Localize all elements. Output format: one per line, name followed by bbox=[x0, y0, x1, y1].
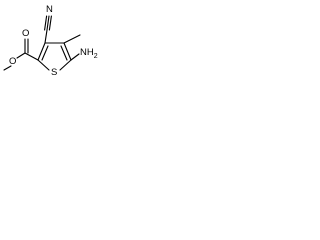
amino-label: NH2 bbox=[80, 47, 98, 60]
amino-group: NH2 bbox=[70, 47, 98, 61]
ring-bond-c2-c3-double bbox=[41, 45, 49, 61]
methyl-bond bbox=[63, 34, 81, 44]
triple-bond-line-3 bbox=[48, 15, 52, 31]
ester-methyl-bond bbox=[3, 65, 12, 71]
c3-nitrile-carbon-bond bbox=[44, 29, 48, 44]
c2-carbonyl-bond bbox=[24, 52, 39, 61]
carbonyl-oxygen-label: O bbox=[22, 28, 29, 39]
ring-sulfur-label: S bbox=[51, 67, 57, 78]
nitrile-nitrogen-label: N bbox=[46, 4, 53, 15]
triple-bond-line-1 bbox=[46, 15, 50, 31]
amino-nh-text: NH bbox=[80, 47, 94, 58]
ester-oxygen-bond bbox=[16, 52, 26, 59]
ring-bond-c4-c5-double bbox=[60, 45, 68, 61]
amino-bond bbox=[70, 53, 80, 61]
ring-bond-c5-s bbox=[59, 59, 72, 71]
triple-bond-line-2 bbox=[44, 15, 48, 31]
molecular-structure-diagram: N NH2 S O O bbox=[3, 4, 98, 78]
amino-subscript-2: 2 bbox=[94, 53, 98, 60]
cyano-group: N bbox=[44, 4, 53, 44]
methyl-ester-group: O O bbox=[3, 28, 39, 71]
thiophene-ring bbox=[37, 42, 72, 71]
ring-bond-c2-c3 bbox=[37, 42, 46, 61]
ring-bond-c4-c5 bbox=[63, 42, 72, 61]
ester-oxygen-label: O bbox=[9, 56, 16, 67]
ring-bond-s-c2 bbox=[37, 59, 50, 71]
